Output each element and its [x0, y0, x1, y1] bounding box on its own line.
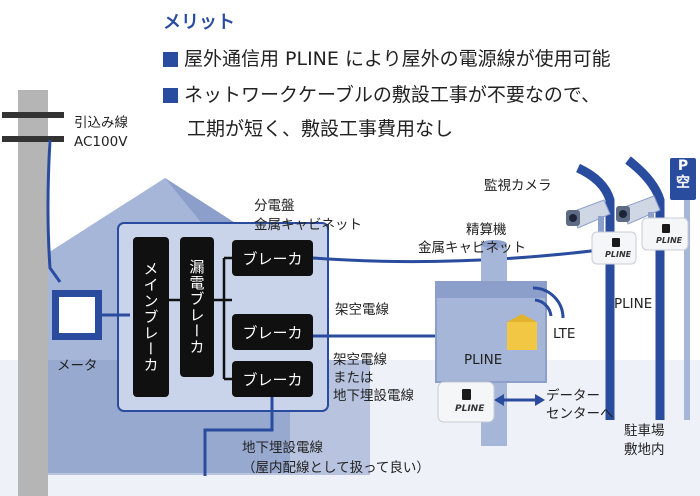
service-drop-label-1: 引込み線 [74, 115, 128, 131]
underground-wire-label-1: 地下埋設電線 [242, 440, 323, 456]
underground-wire [203, 397, 274, 476]
security-camera-icon-1 [566, 199, 611, 234]
camera-pole-1 [576, 163, 615, 420]
security-camera-label: 監視カメラ [484, 178, 552, 194]
earth-leakage-breaker: 漏電ブレーカ [180, 237, 214, 377]
pay-machine-column-top [481, 240, 507, 248]
breaker-3: ブレーカ [232, 361, 313, 397]
lte-module-top [507, 314, 537, 322]
pline-device-icon-3 [437, 381, 495, 423]
overhead-or-underground-label-3: 地下埋設電線 [333, 388, 414, 404]
parking-sign-pole [684, 200, 690, 420]
bullet-square-icon [163, 88, 178, 104]
pline-device-logo-1: PLINE [605, 250, 632, 259]
data-center-label-2: センターへ [546, 406, 614, 422]
pay-machine-cabinet-shade [436, 282, 546, 298]
data-center-label-1: データー [546, 388, 600, 404]
parking-sign: P 空 [670, 158, 696, 200]
main-breaker: メインブレーカ [133, 237, 169, 397]
parking-sign-p: P [677, 158, 689, 174]
underground-wire-label-2: （屋内配線として扱って良い） [242, 460, 430, 476]
camera-pole-2 [625, 156, 665, 420]
camera-feed-wire [312, 235, 612, 264]
service-drop-label-2: AC100V [74, 134, 128, 150]
parking-sign-vacant: 空 [676, 175, 690, 191]
pline-device-logo-3: PLINE [455, 404, 485, 414]
meter-label: メータ [57, 358, 98, 374]
pline-device-logo-2: PLINE [656, 236, 683, 245]
pline-camera-label: PLINE [614, 296, 653, 312]
parking-label-2: 敷地内 [624, 442, 665, 458]
pline-device-icon-2 [641, 217, 689, 251]
pline-device-icon-1 [591, 231, 637, 265]
meter-face [59, 297, 95, 333]
pole-crossarm-1 [2, 112, 64, 118]
merit-line-2-text: ネットワークケーブルの敷設工事が不要なので、 [184, 84, 601, 106]
lte-label: LTE [553, 326, 576, 342]
merit-line-2: ネットワークケーブルの敷設工事が不要なので、 [163, 84, 600, 108]
data-center-arrow-left [494, 394, 504, 406]
utility-pole [18, 90, 48, 496]
overhead-wire-label: 架空電線 [335, 302, 389, 318]
pay-machine-label-2: 金属キャビネット [418, 240, 526, 256]
overhead-or-underground-label-1: 架空電線 [333, 352, 387, 368]
parking-label-1: 駐車場 [624, 423, 665, 439]
lte-signal-icon [532, 286, 565, 319]
merit-line-3: 工期が短く、敷設工事費用なし [187, 118, 453, 142]
lte-module [507, 322, 537, 350]
leak-to-breakers-wire [214, 256, 232, 381]
pay-machine-label-1: 精算機 [466, 222, 507, 238]
merit-line-3-text: 工期が短く、敷設工事費用なし [187, 118, 454, 140]
panel-label-1: 分電盤 [254, 198, 295, 214]
merit-line-1: 屋外通信用 PLINE により屋外の電源線が使用可能 [163, 48, 611, 72]
overhead-or-underground-label-2: または [333, 370, 374, 386]
data-center-arrow-right [535, 394, 545, 406]
pole-crossarm-2 [2, 136, 64, 142]
breaker-1: ブレーカ [232, 240, 313, 276]
merit-line-1-text: 屋外通信用 PLINE により屋外の電源線が使用可能 [184, 48, 611, 70]
service-drop-wire [46, 139, 62, 283]
merit-title: メリット [163, 12, 235, 33]
panel-label-2: 金属キャビネット [254, 217, 362, 233]
pline-device-label: PLINE [464, 352, 503, 368]
bullet-square-icon [163, 52, 178, 68]
breaker-2: ブレーカ [232, 314, 313, 350]
